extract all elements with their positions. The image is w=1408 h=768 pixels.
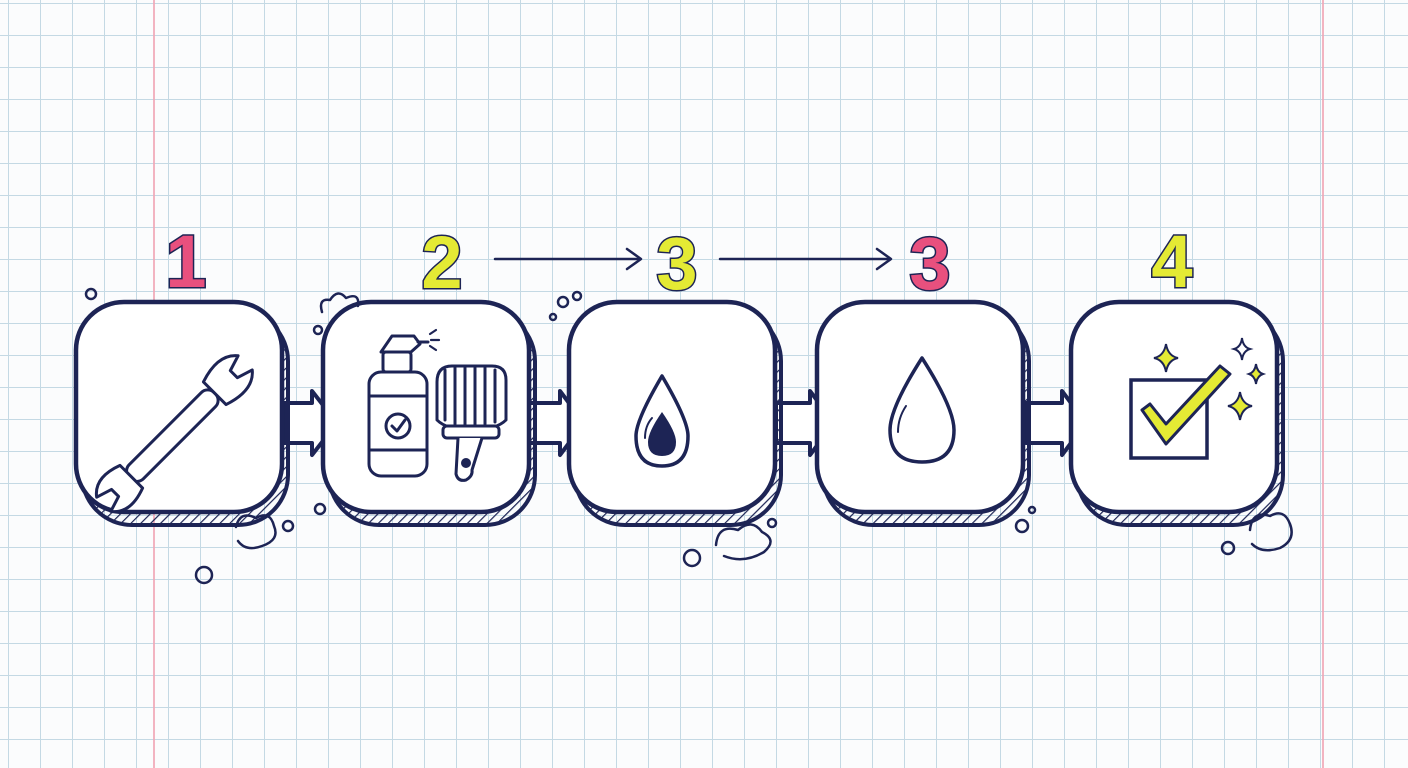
dark-drop-icon	[634, 374, 690, 468]
wrench-icon	[94, 354, 254, 514]
step-2-number: 2	[421, 221, 462, 304]
splash-puddle	[234, 514, 277, 550]
splash-dot	[1027, 505, 1037, 515]
splash-puddle	[1248, 512, 1293, 552]
margin-line-right	[1322, 0, 1324, 768]
top-arrow-3-3	[718, 247, 893, 271]
step-4-number: 3	[909, 222, 950, 305]
splash-dot	[194, 565, 214, 585]
splash-puddle	[714, 523, 772, 561]
splash-dot	[313, 502, 327, 516]
step-5-number: 4	[1151, 220, 1192, 303]
spray-bottle-and-paintbrush-icon	[367, 328, 508, 482]
step-1-box	[73, 299, 285, 515]
splash-blob	[319, 292, 360, 314]
clear-drop-icon	[888, 356, 956, 464]
step-3-number: 3	[656, 222, 697, 305]
splash-dot	[682, 548, 702, 568]
splash-dot	[281, 519, 295, 533]
step-5: 4	[1068, 219, 1293, 556]
step-3: 3	[548, 221, 783, 568]
step-4: 3	[814, 221, 1037, 534]
splash-dot	[571, 290, 583, 302]
splash-dot	[312, 324, 324, 336]
step-1-number: 1	[165, 220, 206, 303]
step-1: 1	[73, 219, 295, 585]
top-arrow-2-3	[493, 247, 643, 271]
splash-dot	[766, 517, 778, 529]
step-2: 2	[312, 220, 537, 527]
splash-dot	[556, 295, 570, 309]
splash-dot	[548, 312, 558, 322]
checkbox-sparkle-icon	[1129, 337, 1267, 460]
splash-dot	[1014, 518, 1030, 534]
splash-dot	[1220, 540, 1236, 556]
splash-dot	[84, 287, 98, 301]
